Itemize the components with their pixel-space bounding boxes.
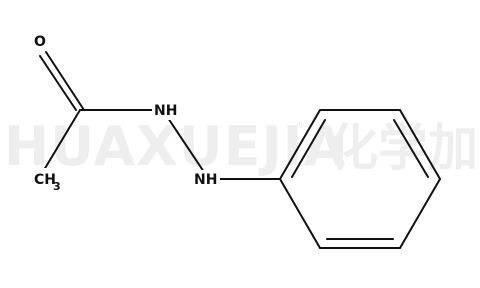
acetyl-bonds xyxy=(39,51,153,171)
watermark-latin-text: HUAXUEJIA xyxy=(4,115,347,178)
ring-bond-6 xyxy=(279,178,321,249)
methyl-label-background xyxy=(32,168,64,192)
nh-upper-label-background xyxy=(152,100,180,120)
watermark-registered-mark: ® xyxy=(296,121,305,131)
ring-double-bond-inner-1 xyxy=(291,119,326,178)
nh-upper-label: NH xyxy=(154,103,177,119)
ring-bond-1 xyxy=(279,109,321,180)
nh-lower-label-background xyxy=(192,170,220,190)
ring-bond-3 xyxy=(399,109,441,180)
phenyl-ring xyxy=(279,109,441,249)
nitrogen-nitrogen-bond xyxy=(167,117,205,173)
oxygen-label-background xyxy=(31,31,49,49)
atom-labels: O NH NH CH 3 xyxy=(31,31,220,193)
nh-lower-label: NH xyxy=(194,172,217,188)
methyl-subscript: 3 xyxy=(53,180,61,193)
oxygen-label: O xyxy=(34,34,46,50)
ring-double-bond-inner-2 xyxy=(393,119,429,178)
watermark-cjk-text: 化学加 xyxy=(328,119,478,177)
carbonyl-double-bond-inner xyxy=(39,55,77,111)
watermark: HUAXUEJIA ® 化学加 xyxy=(4,115,478,178)
methyl-label: CH xyxy=(34,172,56,188)
carbonyl-double-bond-outer xyxy=(45,51,85,111)
ring-bond-4 xyxy=(399,178,441,249)
carbon-methyl-bond xyxy=(43,109,81,171)
